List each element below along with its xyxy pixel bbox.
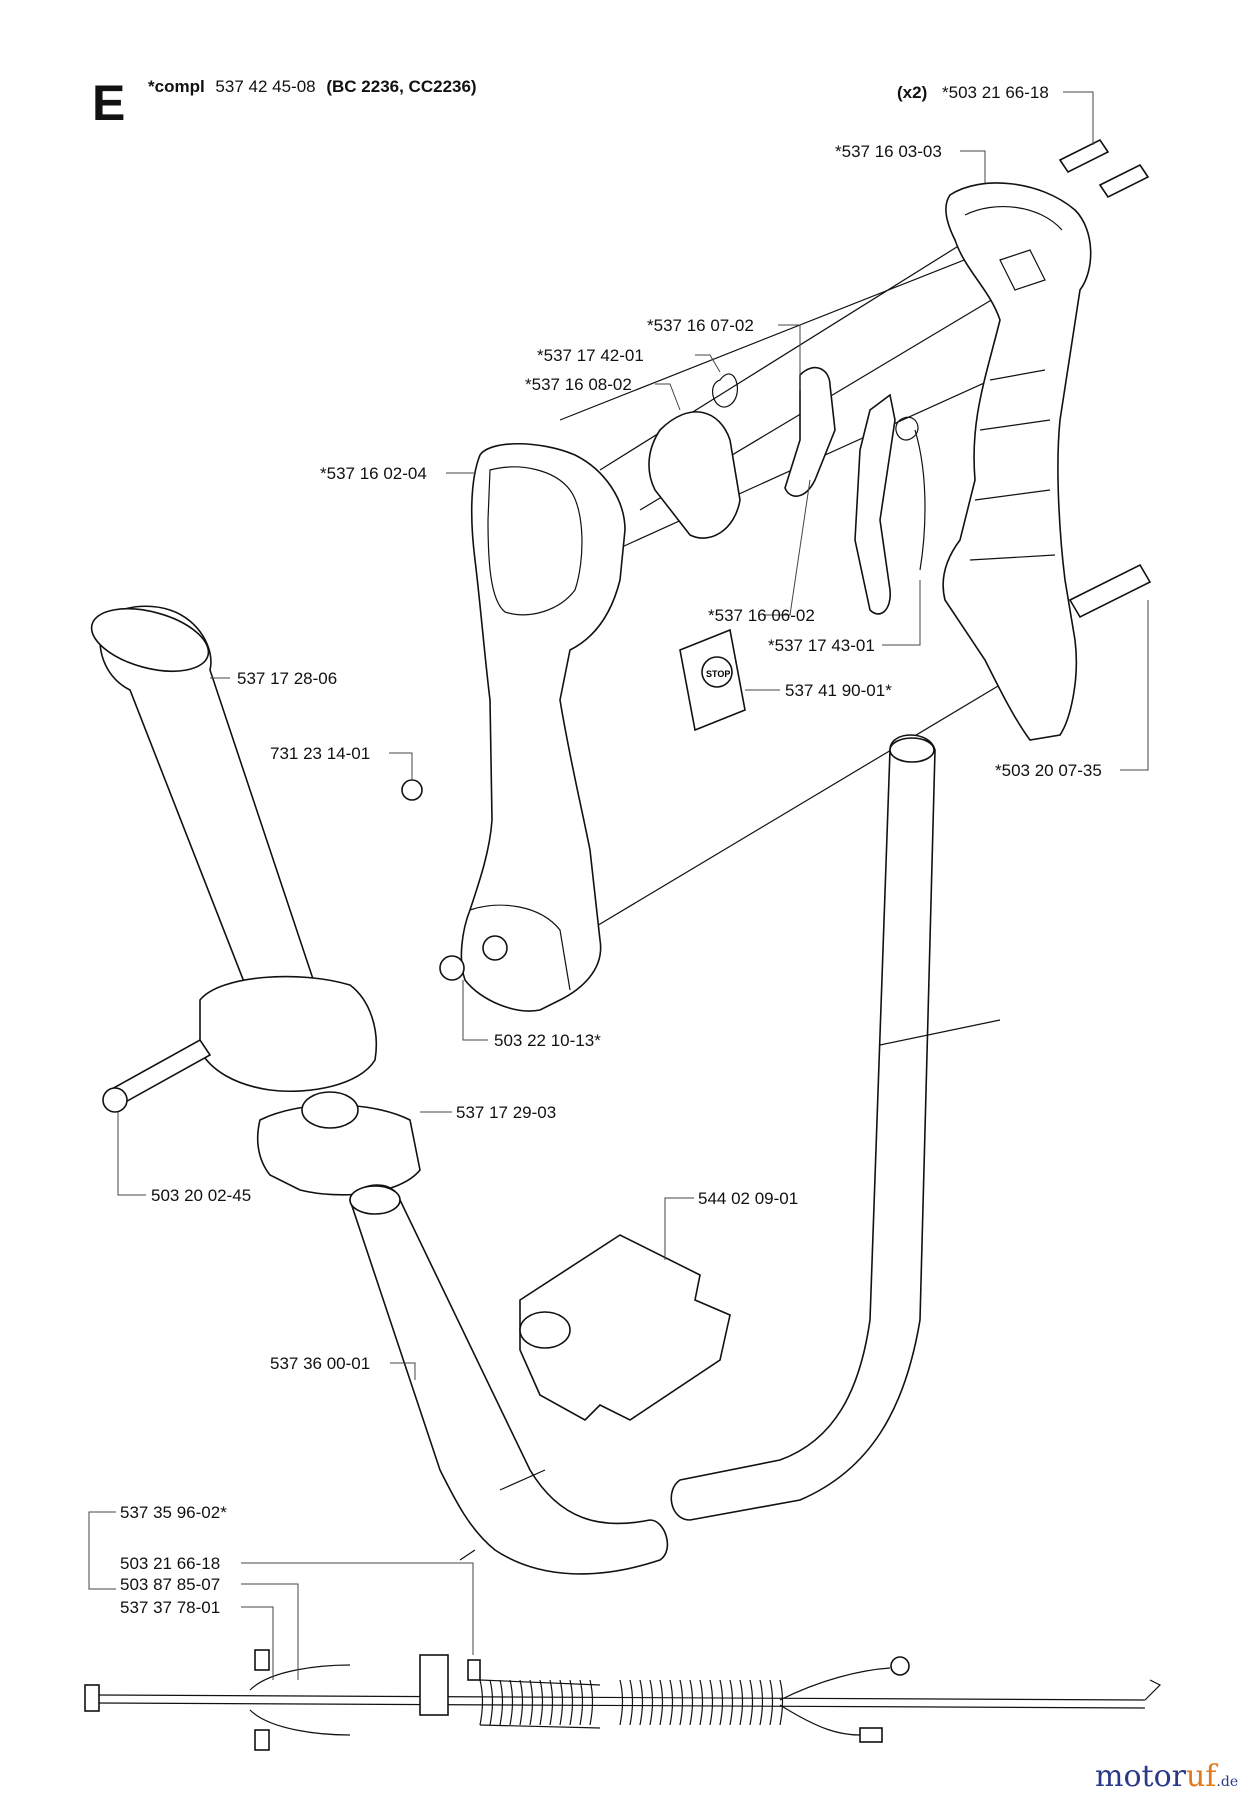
callout-537-36-00-01: 537 36 00-01 <box>270 1354 370 1373</box>
callout-537-17-43-01: *537 17 43-01 <box>768 636 875 655</box>
callout-537-17-29-03: 537 17 29-03 <box>456 1103 556 1122</box>
callout-544-02-09-01: 544 02 09-01 <box>698 1189 798 1208</box>
cam-part <box>648 411 741 539</box>
svg-text:motoruf.de: motoruf.de <box>1095 1759 1238 1794</box>
watermark-logo: motoruf.de <box>1095 1759 1238 1794</box>
kit-number: 537 42 45-08 <box>215 77 315 96</box>
section-letter: E <box>92 75 125 131</box>
part-callouts: (x2) *503 21 66-18 *537 16 03-03 *537 16… <box>120 83 1102 1617</box>
callout-503-87-85-07: 503 87 85-07 <box>120 1575 220 1594</box>
kit-prefix: *compl <box>148 77 205 96</box>
callout-537-17-42-01: *537 17 42-01 <box>537 346 644 365</box>
left-grip-housing-part <box>460 443 626 1012</box>
callout-qty-x2: (x2) <box>897 83 927 102</box>
callout-537-37-78-01: 537 37 78-01 <box>120 1598 220 1617</box>
right-bracket-part <box>942 182 1092 741</box>
grip-clamp-upper-part <box>199 975 378 1093</box>
front-grip-drawing <box>90 605 465 1196</box>
callout-537-41-90-01: 537 41 90-01* <box>785 681 892 700</box>
leader-lines <box>88 91 1149 1680</box>
kit-models: (BC 2236, CC2236) <box>326 77 476 96</box>
callout-503-20-07-35: *503 20 07-35 <box>995 761 1102 780</box>
stop-switch-part: STOP <box>679 628 746 732</box>
lockout-lever-part <box>784 366 836 497</box>
callout-503-20-02-45: 503 20 02-45 <box>151 1186 251 1205</box>
callout-503-22-10-13: 503 22 10-13* <box>494 1031 601 1050</box>
screw-pair-top-part <box>1058 138 1150 199</box>
svg-text:STOP: STOP <box>706 669 730 679</box>
callout-537-17-28-06: 537 17 28-06 <box>237 669 337 688</box>
cable-coil <box>479 1679 784 1726</box>
callout-537-16-06-02: *537 16 06-02 <box>708 606 815 625</box>
nut-top-part <box>401 779 423 801</box>
throttle-trigger-part <box>854 393 896 615</box>
screw-right-part <box>1068 563 1152 619</box>
callout-503-21-66-18-bottom: 503 21 66-18 <box>120 1554 220 1573</box>
callout-503-21-66-18-top: *503 21 66-18 <box>942 83 1049 102</box>
nut-mid-part <box>439 955 465 981</box>
callout-537-16-08-02: *537 16 08-02 <box>525 375 632 394</box>
callout-537-16-03-03: *537 16 03-03 <box>835 142 942 161</box>
callout-537-35-96-02: 537 35 96-02* <box>120 1503 227 1522</box>
kit-title: *compl 537 42 45-08 (BC 2236, CC2236) <box>148 77 477 96</box>
loop-handle-tube-drawing <box>349 734 1001 1575</box>
callout-537-16-02-04: *537 16 02-04 <box>320 464 427 483</box>
throttle-cable-drawing <box>84 1649 1162 1751</box>
callout-731-23-14-01: 731 23 14-01 <box>270 744 370 763</box>
tube-clamp-part <box>519 1234 731 1421</box>
handle-frame-drawing: STOP <box>460 138 1152 1012</box>
callout-537-16-07-02: *537 16 07-02 <box>647 316 754 335</box>
